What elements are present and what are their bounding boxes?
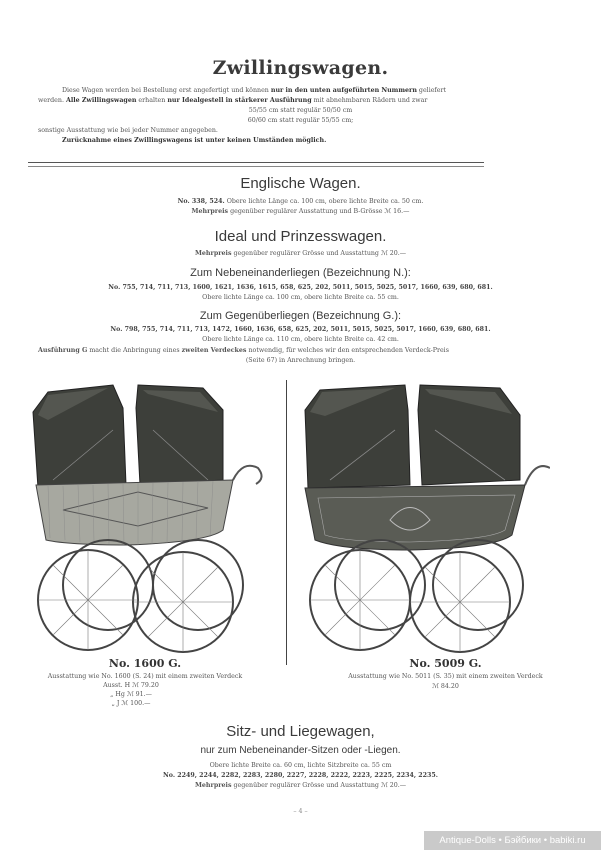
price-label: Mehrpreis xyxy=(191,208,229,215)
price-text: gegenüber regulärer Ausstattung und B-Gr… xyxy=(230,208,410,215)
intro-bold: Alle Zwillingswagen xyxy=(65,97,137,104)
heading-sitz-liegewagen: Sitz- und Liegewagen, xyxy=(226,723,375,740)
product-desc-5009g: Ausstattung wie No. 5011 (S. 35) mit ein… xyxy=(348,673,543,680)
page-title: Zwillingswagen. xyxy=(212,57,389,79)
nebeneinander-numbers: No. 755, 714, 711, 713, 1600, 1621, 1636… xyxy=(108,284,493,291)
intro-line-4: 60/60 cm statt regulär 55/55 cm; xyxy=(247,117,354,124)
twin-pram-leather-icon xyxy=(304,384,551,653)
model-numbers: No. 338, 524. xyxy=(177,198,225,205)
section-divider xyxy=(28,162,484,167)
product-price-1600g-hg: „ Hg ℳ 91.— xyxy=(110,691,152,698)
product-name-1600g: No. 1600 G. xyxy=(108,657,182,670)
product-price-1600g-h: Ausst. H ℳ 79.20 xyxy=(103,682,159,689)
intro-text: geliefert xyxy=(416,87,447,94)
intro-text: Diese Wagen werden bei Bestellung erst a… xyxy=(62,87,271,94)
product-name-5009g: No. 5009 G. xyxy=(409,657,482,670)
nebeneinander-dims: Obere lichte Länge ca. 100 cm, obere lic… xyxy=(202,294,399,301)
intro-line-6: Zurücknahme eines Zwillingswagens ist un… xyxy=(62,137,327,144)
subheading-sitz: nur zum Nebeneinander-Sitzen oder -Liege… xyxy=(200,745,401,756)
intro-line-5: sonstige Ausstattung wie bei jeder Numme… xyxy=(38,127,218,134)
price-label: Mehrpreis xyxy=(194,250,232,257)
intro-text: werden. xyxy=(38,97,66,104)
intro-bold: nur in den unten aufgeführten Nummern xyxy=(270,87,417,94)
price-text: gegenüber regulärer Grösse und Ausstattu… xyxy=(233,782,407,789)
price-text: gegenüber regulärer Grösse und Ausstattu… xyxy=(233,250,407,257)
gegenueber-dims: Obere lichte Länge ca. 110 cm, obere lic… xyxy=(202,336,399,343)
watermark: Antique-Dolls • Бэйбики • babiki.ru xyxy=(424,831,601,850)
column-divider xyxy=(286,380,287,665)
note-bold: zweiten Verdeckes xyxy=(181,347,247,354)
gegenueber-note-line2: (Seite 67) in Anrechnung bringen. xyxy=(245,357,356,364)
intro-line-1: Diese Wagen werden bei Bestellung erst a… xyxy=(62,86,446,96)
note-bold: Ausführung G xyxy=(38,347,88,354)
product-price-1600g-j: „ J ℳ 100.— xyxy=(111,700,151,707)
sitz-dims: Obere lichte Breite ca. 60 cm, lichte Si… xyxy=(209,762,392,769)
englische-price: Mehrpreis gegenüber regulärer Ausstattun… xyxy=(0,208,601,215)
twin-pram-wicker-icon xyxy=(32,384,263,653)
gegenueber-note: Ausführung G macht die Anbringung eines … xyxy=(38,347,449,354)
gegenueber-numbers: No. 798, 755, 714, 711, 713, 1472, 1660,… xyxy=(110,326,491,333)
heading-englische-wagen: Englische Wagen. xyxy=(240,175,361,192)
product-desc-1600g: Ausstattung wie No. 1600 (S. 24) mit ein… xyxy=(47,673,243,680)
intro-bold: nur Idealgestell in stärkerer Ausführung xyxy=(167,97,312,104)
heading-gegenueber: Zum Gegenüberliegen (Bezeichnung G.): xyxy=(199,310,402,322)
intro-text: mit abnehmbaren Rädern und zwar xyxy=(311,97,428,104)
note-text: notwendig, für welches wir den entsprech… xyxy=(246,347,449,354)
product-price-5009g: ℳ 84.20 xyxy=(432,683,459,690)
page-number: – 4 – xyxy=(293,808,308,815)
sitz-numbers: No. 2249, 2244, 2282, 2283, 2280, 2227, … xyxy=(163,772,438,779)
note-text: macht die Anbringung eines xyxy=(87,347,182,354)
heading-nebeneinander: Zum Nebeneinanderliegen (Bezeichnung N.)… xyxy=(190,267,411,279)
pram-illustration-5009g xyxy=(300,380,551,655)
heading-ideal-prinzesswagen: Ideal und Prinzesswagen. xyxy=(214,228,387,245)
intro-text: erhalten xyxy=(136,97,168,104)
pram-illustration-1600g xyxy=(28,380,268,655)
sitz-price: Mehrpreis gegenüber regulärer Grösse und… xyxy=(0,782,601,789)
dimensions: Obere lichte Länge ca. 100 cm, obere lic… xyxy=(226,198,424,205)
intro-line-3: 55/55 cm statt regulär 50/50 cm xyxy=(248,107,353,114)
ideal-price: Mehrpreis gegenüber regulärer Grösse und… xyxy=(0,250,601,257)
price-label: Mehrpreis xyxy=(194,782,232,789)
intro-line-2: werden. Alle Zwillingswagen erhalten nur… xyxy=(38,96,427,106)
englische-dims: No. 338, 524. Obere lichte Länge ca. 100… xyxy=(0,198,601,205)
